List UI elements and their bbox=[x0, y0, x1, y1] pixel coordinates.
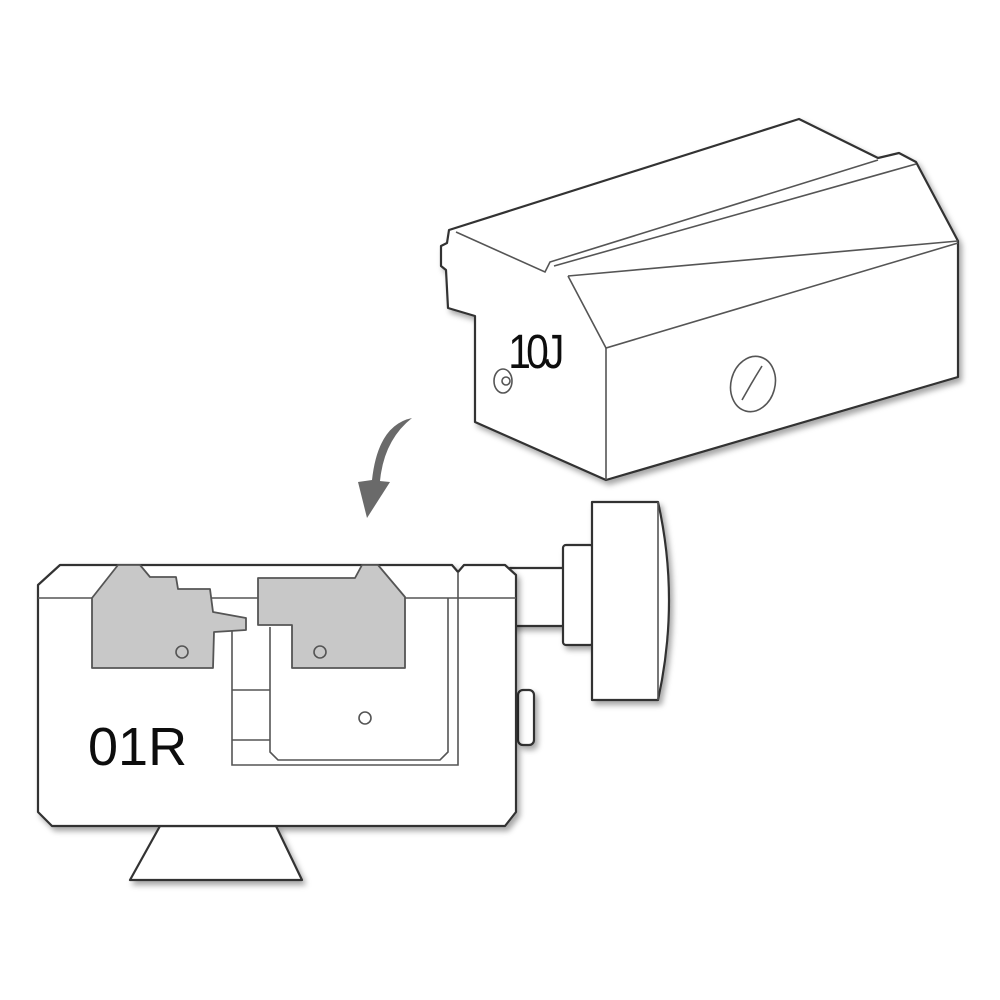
clamp-label: 10J bbox=[508, 326, 564, 379]
hole-icon bbox=[358, 711, 372, 725]
screw-icon bbox=[493, 368, 513, 394]
right-jaw bbox=[257, 564, 406, 669]
insert-arrow-icon bbox=[358, 418, 412, 518]
left-jaw bbox=[91, 564, 247, 669]
tightening-knob bbox=[508, 500, 671, 747]
holder-label: 01R bbox=[88, 717, 187, 777]
hole-icon bbox=[729, 355, 777, 413]
clamp-block-10j: 10J bbox=[439, 117, 960, 482]
key-holder-01r: 01R bbox=[36, 563, 518, 882]
